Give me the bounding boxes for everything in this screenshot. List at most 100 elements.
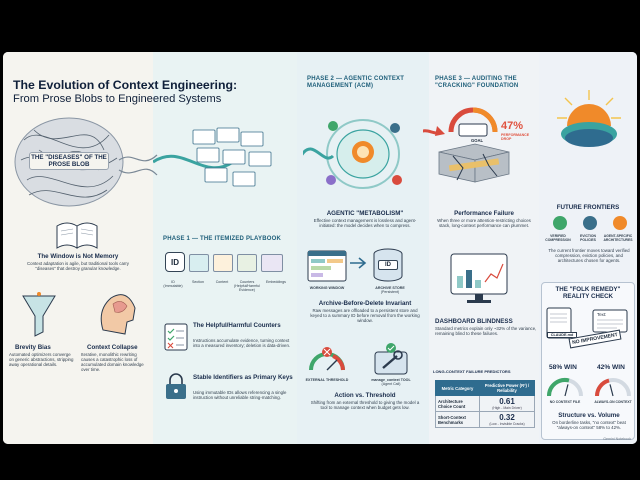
- win-right-value: 42% WIN: [597, 364, 625, 371]
- window-not-memory-text: Context adaptation is agile, but traditi…: [26, 261, 130, 272]
- performance-failure-text: When three or more attention-restricting…: [437, 218, 531, 229]
- arrow-right-icon: [350, 257, 367, 269]
- table-cell-value: 0.32: [499, 413, 515, 422]
- table-cell-note: (High - Main Driver): [492, 406, 522, 410]
- gauge-fill: [547, 378, 570, 397]
- working-window-label: WORKING WINDOW: [309, 286, 345, 290]
- performance-drop-value: 47%: [501, 120, 524, 132]
- gauge-always-on-label: ALWAYS-ON CONTEXT: [594, 400, 632, 404]
- table-header-power: Predictive Power (R²) / Reliability: [479, 380, 535, 396]
- playbook-schema: ID: [163, 248, 295, 284]
- table-cell-metric: Short-Context Benchmarks: [435, 411, 480, 428]
- performance-drop-label: PERFORMANCE DROP: [501, 133, 530, 141]
- counters-block: [237, 254, 257, 272]
- checklist-icon: [164, 323, 188, 351]
- gauge-needle: [564, 384, 569, 397]
- frontier-icons: [543, 214, 635, 246]
- column-phase2: [297, 52, 429, 444]
- agent-architecture-icon: [613, 216, 627, 230]
- label-content: Content: [215, 280, 229, 284]
- context-collapse-title: Context Collapse: [87, 344, 138, 351]
- failure-predictors-table: Metric Category Predictive Power (R²) / …: [435, 380, 535, 428]
- verified-compression-icon: [553, 216, 567, 230]
- threshold-gauge-icon: [309, 347, 345, 371]
- dashboard-blindness-text: Standard metrics explain only ~32% of th…: [435, 326, 537, 337]
- table-header-metric: Metric Category: [435, 380, 480, 396]
- itemized-cards-illustration: [153, 127, 272, 187]
- counters-text: Instructions accumulate evidence, turnin…: [193, 338, 291, 349]
- dashboard-monitor-icon: [450, 253, 508, 303]
- action-threshold-title: Action vs. Threshold: [334, 392, 396, 399]
- page-title: The Evolution of Context Engineering:: [13, 78, 238, 92]
- context-collapse-text: Iterative, monolithic rewriting causes a…: [81, 352, 144, 373]
- archive-id-badge: ID: [378, 260, 398, 270]
- stable-ids-text: Using immutable IDs allows referencing a…: [193, 390, 287, 401]
- sunrise-globe-icon: [557, 90, 621, 147]
- invariant-title: Archive-Before-Delete Invariant: [318, 300, 412, 307]
- frontier-item: VERIFIED COMPRESSION: [545, 234, 571, 242]
- label-id: ID(Immutable): [163, 280, 183, 288]
- phase1-header: PHASE 1 — THE ITEMIZED PLAYBOOK: [163, 236, 281, 242]
- structure-volume-title: Structure vs. Volume: [558, 412, 620, 419]
- eviction-policy-icon: [583, 216, 597, 230]
- infographic-card: The Evolution of Context Engineering: Fr…: [3, 52, 637, 444]
- column-phase1: [153, 52, 297, 444]
- win-left-value: 58% WIN: [549, 364, 577, 371]
- future-frontiers-title: FUTURE FRONTIERS: [556, 204, 620, 211]
- padlock-icon: [166, 373, 186, 399]
- working-window-icon: [307, 250, 347, 282]
- text-label: Text:: [597, 312, 607, 317]
- phase2-header: PHASE 2 — AGENTIC CONTEXT MANAGEMENT (AC…: [307, 76, 405, 89]
- dashboard-blindness-title: DASHBOARD BLINDNESS: [435, 318, 513, 325]
- counters-title: The Helpful/Harmful Counters: [193, 322, 281, 329]
- brevity-bias-title: Brevity Bias: [15, 344, 51, 351]
- watermark: Gemini Notebook: [603, 437, 631, 441]
- win-gauge-no-context: [547, 378, 583, 397]
- id-badge: ID: [165, 252, 185, 272]
- column-phase3: [429, 52, 539, 444]
- predictors-title: LONG-CONTEXT FAILURE PREDICTORS: [433, 369, 511, 374]
- diseases-title: THE "DISEASES" OF THE PROSE BLOB: [29, 152, 109, 170]
- label-counters: Counters(Helpful/Harmful Evidence): [234, 280, 260, 292]
- gauge-needle: [609, 384, 614, 397]
- frontier-item: AGENT-SPECIFIC ARCHITECTURES: [603, 234, 633, 242]
- section-block: [189, 254, 209, 272]
- performance-failure-title: Performance Failure: [454, 210, 514, 217]
- agent-core-illustration: [303, 119, 402, 189]
- embeddings-block: [261, 254, 283, 272]
- gauge-fill: [595, 378, 610, 397]
- win-gauge-always-on: [595, 378, 631, 397]
- structure-volume-text: On borderline tasks, "no context" beat "…: [552, 420, 626, 431]
- goal-badge: GOAL: [470, 138, 484, 143]
- table-row: Architecture Choice Count 0.61(High - Ma…: [435, 395, 535, 412]
- gauge-no-context-label: NO CONTEXT FILE: [549, 400, 581, 404]
- action-threshold-text: Shifting from an external threshold to g…: [310, 400, 420, 411]
- external-threshold-label: EXTERNAL THRESHOLD: [305, 378, 349, 382]
- open-book-icon: [56, 222, 98, 249]
- stable-ids-title: Stable Identifiers as Primary Keys: [193, 374, 293, 381]
- wrench-tool-icon: [374, 343, 408, 375]
- frontiers-text: The current frontier moves toward verifi…: [548, 248, 630, 264]
- table-cell-note: (Low - Invisible Cracks): [489, 422, 525, 426]
- manage-context-label: manage_context TOOL(Agent Call): [371, 378, 411, 386]
- table-cell-metric: Architecture Choice Count: [435, 395, 480, 412]
- folk-remedy-title: THE "FOLK REMEDY" REALITY CHECK: [555, 286, 621, 300]
- metabolism-title: AGENTIC "METABOLISM": [326, 210, 404, 217]
- phase3-header: PHASE 3 — AUDITING THE "CRACKING" FOUNDA…: [435, 76, 519, 89]
- frontier-item: EVICTION POLICIES: [579, 234, 596, 242]
- cracking-foundation-illustration: [423, 107, 510, 183]
- claude-md-label: CLAUDE.md: [547, 332, 577, 338]
- metabolism-text: Effective context management is lossless…: [313, 218, 417, 229]
- label-embeddings: Embeddings: [266, 280, 286, 284]
- claude-file-illustration: [546, 307, 628, 339]
- table-cell-value: 0.61: [499, 397, 515, 406]
- page-subtitle: From Prose Blobs to Engineered Systems: [13, 93, 222, 105]
- content-block: [213, 254, 233, 272]
- collapsing-head-icon: [100, 294, 136, 335]
- invariant-text: Raw messages are offloaded to a persiste…: [310, 308, 420, 324]
- table-row: Short-Context Benchmarks 0.32(Low - Invi…: [435, 411, 535, 428]
- archive-store-label: ARCHIVE STORE(Persistent): [375, 286, 405, 294]
- label-section: Section: [192, 280, 204, 284]
- funnel-icon: [22, 292, 56, 337]
